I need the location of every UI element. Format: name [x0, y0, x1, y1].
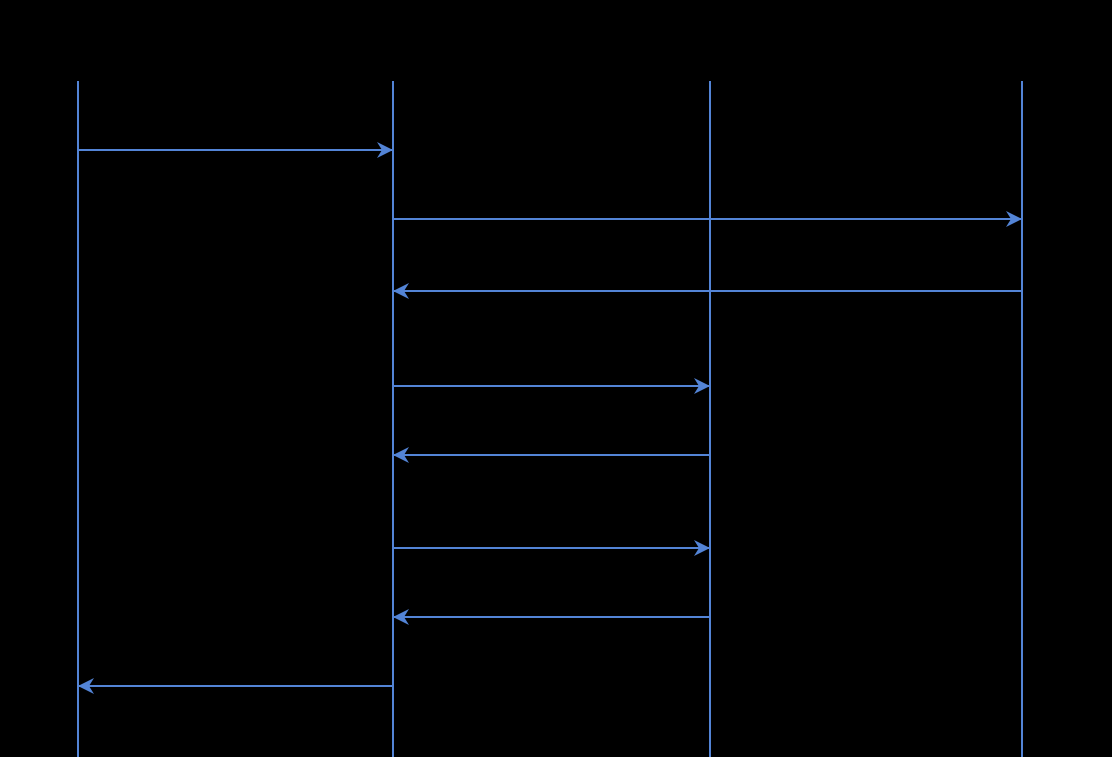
lifelines-group [77, 81, 1023, 757]
message-arrowhead-6 [694, 540, 710, 556]
message-arrowhead-5 [393, 447, 409, 463]
message-arrowhead-2 [1006, 211, 1022, 227]
messages-group [78, 142, 1022, 694]
message-arrowhead-8 [78, 678, 94, 694]
message-arrowhead-3 [393, 283, 409, 299]
message-arrowhead-7 [393, 609, 409, 625]
message-arrowhead-1 [377, 142, 393, 158]
message-arrowhead-4 [694, 378, 710, 394]
